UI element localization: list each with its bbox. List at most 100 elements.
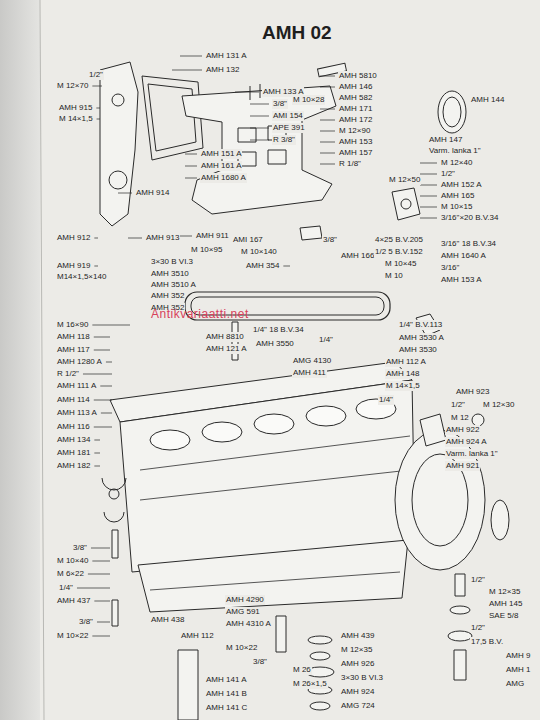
part-label: AMH 3510 A	[150, 280, 197, 290]
leader-line	[83, 374, 112, 375]
timing-cover	[100, 62, 138, 226]
leader-line	[320, 76, 335, 77]
leader-line	[320, 153, 335, 154]
leader-line	[96, 108, 100, 109]
part-label: AMH 438	[150, 615, 185, 625]
part-label: APE 391	[272, 123, 306, 133]
part-label: 3/8"	[252, 657, 268, 667]
leader-line	[420, 174, 437, 175]
part-label: AMH 922	[445, 425, 480, 435]
part-label: AMG 591	[225, 607, 261, 617]
part-label: M 12×35	[488, 587, 521, 597]
part-label: AMH 5810	[338, 71, 378, 81]
part-label: AMH 1280 A	[56, 357, 103, 367]
leader-line	[94, 601, 110, 602]
stud	[276, 616, 286, 652]
page-edge	[40, 0, 44, 720]
leader-line	[94, 266, 98, 267]
leader-line	[94, 440, 100, 441]
thermostat-housing	[392, 188, 420, 220]
part-label: AMH 924 A	[445, 437, 487, 447]
leader-line	[250, 116, 269, 117]
leader-line	[185, 154, 197, 155]
part-label: AMH 111 A	[56, 381, 97, 391]
leader-line	[180, 236, 192, 237]
leader-line	[420, 218, 437, 219]
part-label: 3/16"×20 B.V.34	[440, 213, 499, 223]
part-label: AMH 112	[180, 631, 215, 641]
part-label: AMH 117	[56, 345, 91, 355]
part-label: AMH 354	[245, 261, 280, 271]
part-label: Varm. lanka 1"	[428, 146, 482, 156]
leader-line	[185, 178, 197, 179]
part-label: M 6×22	[56, 569, 85, 579]
part-label: 1/4" 18 B.V.34	[252, 325, 305, 335]
leader-line	[320, 164, 335, 165]
part-label: AMH 181	[56, 448, 91, 458]
leader-line	[420, 163, 437, 164]
part-label: M 10×15	[440, 202, 473, 212]
page-gutter	[0, 0, 40, 720]
part-label: AMH 152 A	[440, 180, 482, 190]
leader-line	[88, 574, 110, 575]
leader-line	[106, 362, 112, 363]
leader-line	[250, 104, 269, 105]
part-label: M 10×45	[384, 259, 417, 269]
part-label: AMH 134	[56, 435, 91, 445]
part-label: AMH 911	[195, 231, 230, 241]
part-label: AMG 724	[340, 701, 376, 711]
part-label: SAE 5/8	[488, 611, 519, 621]
part-label: AMH 141 A	[205, 675, 247, 685]
part-label: M14×1,5×140	[56, 272, 107, 282]
leader-line	[92, 86, 102, 87]
part-label: 1/2 5 B.V.152	[374, 247, 424, 257]
leader-line	[77, 588, 110, 589]
leader-line	[320, 120, 335, 121]
part-label: AMH 924	[340, 687, 375, 697]
part-label: 1/2"	[440, 169, 456, 179]
part-label: AMH 144	[470, 95, 505, 105]
part-label: AMH 166	[340, 251, 375, 261]
part-label: AMH 913	[145, 233, 180, 243]
part-label: R 3/8"	[272, 135, 296, 145]
part-label: M 14×1,5	[58, 114, 94, 124]
leader-line	[94, 350, 110, 351]
part-label: AMH 131 A	[205, 51, 247, 61]
leader-line	[320, 131, 335, 132]
part-label: M 12×30	[482, 400, 515, 410]
leader-line	[185, 166, 197, 167]
part-label: M 26	[292, 665, 312, 675]
part-label: AMH 121 A	[205, 344, 247, 354]
part-label: AMH 113 A	[56, 408, 98, 418]
part-label: AMH 921	[445, 461, 480, 471]
part-label: AMH 914	[135, 188, 170, 198]
leader-line	[118, 193, 132, 194]
leader-line	[97, 622, 110, 623]
leader-line	[320, 142, 335, 143]
part-label: M 10	[384, 271, 404, 281]
leader-line	[320, 109, 335, 110]
leader-line	[250, 128, 269, 129]
part-label: R 1/8"	[338, 159, 362, 169]
leader-line	[100, 386, 112, 387]
part-label: 1/2"	[450, 400, 466, 410]
rear-seal	[491, 500, 509, 540]
part-label: 3×30 B VI.3	[150, 257, 194, 267]
leader-line	[180, 56, 202, 57]
leader-line	[94, 453, 100, 454]
part-label: AMH 439	[340, 631, 375, 641]
part-label: AMH 1	[505, 665, 531, 675]
part-label: AMH 1640 A	[440, 251, 487, 261]
leader-line	[94, 400, 112, 401]
leader-line	[420, 207, 437, 208]
part-label: AMH 148	[385, 369, 420, 379]
part-label: M 14×1,5	[385, 381, 421, 391]
part-label: AMH 141 B	[205, 689, 248, 699]
part-label: 3/8"	[322, 235, 338, 245]
part-label: AMH 3510	[150, 269, 190, 279]
part-label: 3/8"	[272, 99, 288, 109]
leader-line	[235, 92, 259, 93]
dipstick-tube	[178, 650, 198, 720]
part-label: AMH 352	[150, 291, 185, 301]
part-label: AMH 171	[338, 104, 373, 114]
